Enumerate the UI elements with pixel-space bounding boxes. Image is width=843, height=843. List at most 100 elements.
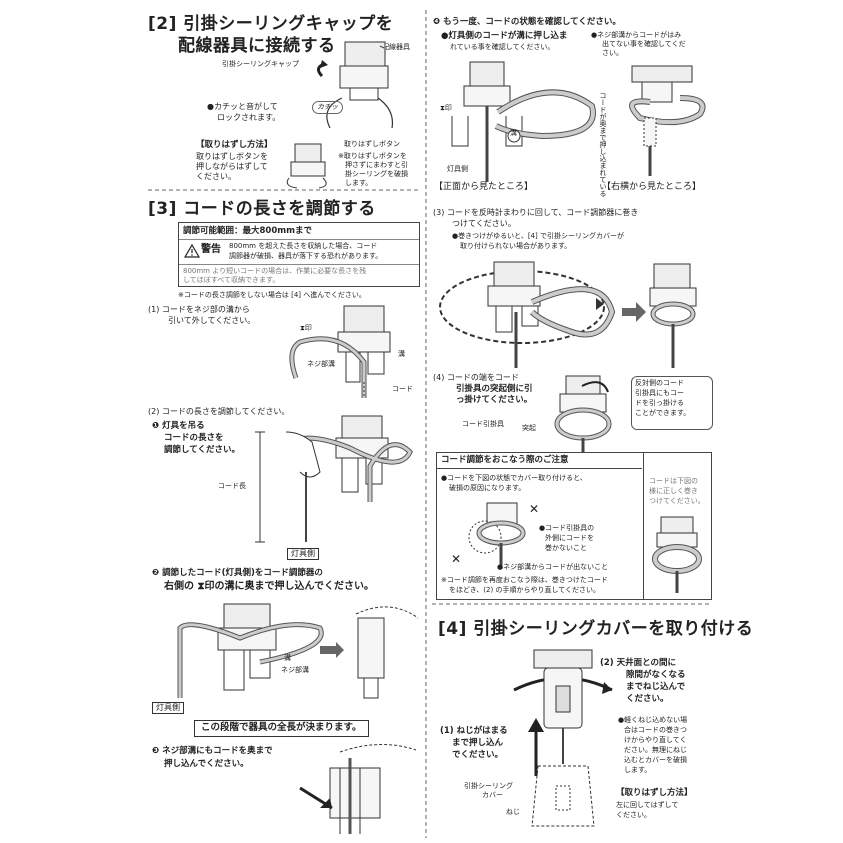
projection-label: 突起 [522, 424, 536, 432]
step2a-illustration [255, 415, 413, 543]
s4-step1-l3: でください。 [452, 750, 504, 760]
removal-illustration [286, 143, 327, 189]
r-step4-l2: 引掛具の突起側に引 [456, 384, 533, 394]
click-sound-bubble: カチッ [312, 101, 343, 114]
step1-l1: (1) コードをネジ部の溝から [148, 305, 250, 314]
warning-icon [183, 243, 201, 258]
r4b-l3: さい。 [602, 49, 623, 57]
side-view-vertical-text: コードが奥まで押し込まれている [599, 92, 607, 197]
step2-title: (2) コードの長さを調節してください。 [148, 407, 290, 416]
total-length-note: この段階で器具の全長が決まります。 [194, 720, 369, 737]
r4a-l1: ●灯具側のコードが溝に押し込ま [441, 31, 568, 41]
screw-label: ねじ [506, 808, 520, 816]
step2b-screw-groove: ネジ部溝 [281, 666, 309, 674]
warning-label: 警告 [201, 244, 221, 255]
cover-label-l2: カバー [482, 791, 503, 799]
cap-attach-illustration [317, 41, 394, 129]
s4-note-l3: けからやり直してく [624, 736, 687, 744]
step1-cord: コード [392, 385, 413, 393]
s4-note-l1: ●軽くねじ込めない場 [618, 716, 688, 724]
side-view-illustration [629, 65, 706, 176]
caution-b1-l3: 巻かないこと [545, 544, 587, 552]
s4-step2-l2: 隙間がなくなる [626, 670, 686, 680]
correct-l3: つけてください。 [649, 497, 705, 505]
s4-removal-l1: 左に回してはずして [616, 801, 679, 809]
s4-removal-l2: ください。 [616, 811, 651, 819]
removal-button-label: 取りはずしボタン [344, 140, 400, 148]
label-fixture: 配線器具 [382, 43, 410, 51]
bubble-l1: 反対側のコード [635, 379, 684, 387]
step2b-l2: 右側の ⧗印の溝に奥まで押し込んでください。 [164, 581, 375, 592]
side-view-caption: 【右横から見たところ】 [602, 182, 702, 192]
svg-text:✕: ✕ [529, 502, 539, 516]
correct-l2: 様に正しく巻き [649, 487, 698, 495]
r-step4-l1: (4) コードの端をコード [433, 373, 519, 382]
front-view-caption: 【正面から見たところ】 [434, 182, 534, 192]
cord-length-label: コード長 [218, 482, 246, 490]
cover-illustration [513, 649, 613, 827]
step1-groove: 溝 [398, 350, 405, 358]
hook-note-bubble: 反対側のコード 引掛具にもコー ドを引っ掛ける ことができます。 [631, 376, 713, 430]
s4-note-l2: 合はコードの巻きつ [624, 726, 687, 734]
r-step3-n2: 取り付けられない場合があります。 [460, 242, 572, 250]
section-3-title: [3] コードの長さを調節する [148, 199, 376, 219]
section-2-title-line2: 配線器具に接続する [178, 36, 336, 56]
step2b-illustration [177, 603, 419, 699]
r-step3-l1: (3) コードを反時計まわりに回して、コード調節器に巻き [433, 208, 639, 217]
step1-illustration [289, 305, 391, 398]
s4-step2-l1: (2) 天井面との間に [600, 658, 677, 668]
r-step4-l3: っ掛けてください。 [456, 395, 533, 405]
caution-box: コード調節をおこなう際のご注意 ●コードを下図の状態でカバー取り付けると、 破損… [436, 452, 712, 600]
warning-l2: 調節器が破損、器具が落下する恐れがあります。 [229, 252, 383, 260]
short-cord-note-l1: 800mm より短いコードの場合は、作業に必要な長さを残 [183, 267, 367, 275]
front-view-lamp-side: 灯具側 [447, 165, 468, 173]
caution-redo-l1: ※コード調節を再度おこなう際は、巻きつけたコード [441, 576, 608, 584]
adjust-range-box: 調節可能範囲：最大800mmまで 警告 800mm を超えた長さを収納した場合、… [178, 222, 420, 287]
front-view-groove: 溝 [510, 129, 517, 137]
label-cap: 引掛シーリングキャップ [222, 60, 299, 68]
correct-l1: コードは下図の [649, 477, 698, 485]
step1-screw-groove: ネジ部溝 [307, 360, 335, 368]
caution-redo-l2: をほどき、(2) の手順からやり直してください。 [449, 586, 601, 594]
adjust-range: 調節可能範囲：最大800mmまで [183, 226, 312, 236]
r4b-l1: ●ネジ部溝からコードがはみ [591, 31, 682, 39]
r-step3-l2: つけてください。 [452, 219, 516, 228]
s4-step1-l2: まで押し込ん [452, 738, 504, 748]
s4-step1-l1: (1) ねじがはまる [440, 726, 508, 736]
cord-hook-label: コード引掛具 [462, 420, 504, 428]
wrap-illustration [439, 261, 697, 368]
caution-b1-l2: 外側にコードを [545, 534, 594, 542]
bubble-l3: ドを引っ掛ける [635, 399, 684, 407]
r-step3-n1: ●巻きつけがゆるいと、[4] で引掛シーリングカバーが [452, 232, 624, 240]
removal-warn-l2: 押さずにまわすと引 [345, 161, 408, 169]
step2b-l1: ❷ 調節したコード(灯具側)をコード調節器の [152, 568, 323, 578]
step2a-l3: 調節してください。 [164, 445, 240, 455]
skip-note: ※コードの長さ調節をしない場合は [4] へ進んでください。 [178, 291, 366, 299]
caution-l1: ●コードを下図の状態でカバー取り付けると、 [441, 474, 587, 482]
step2b-groove: 溝 [284, 654, 291, 662]
step1-l2: 引いて外してください。 [168, 316, 256, 325]
lamp-side-label: 灯具側 [287, 548, 319, 560]
front-view-illustration [451, 61, 596, 182]
removal-l2: 押しながらはずして [196, 162, 268, 171]
front-view-mark: ⧗印 [440, 104, 452, 112]
r4a-l2: れている事を確認してください。 [450, 43, 555, 51]
s4-step2-l3: までねじ込んで [626, 682, 686, 692]
s4-note-l6: します。 [624, 766, 652, 774]
short-cord-note-l2: してほぼすべて収納できます。 [183, 276, 280, 284]
caution-b2: ●ネジ部溝からコードが出ないこと [497, 563, 609, 571]
step4-check-title: ❹ もう一度、コードの状態を確認してください。 [433, 17, 621, 27]
lamp-side-label-2: 灯具側 [152, 702, 184, 714]
hook-illustration [554, 375, 612, 456]
caution-title: コード調節をおこなう際のご注意 [437, 453, 642, 469]
step1-mark: ⧗印 [300, 324, 312, 332]
caution-wrong-illustration: ✕ ✕ [451, 502, 539, 569]
bubble-l4: ことができます。 [635, 409, 691, 417]
removal-warn-l1: ※取りはずしボタンを [338, 152, 407, 160]
s4-note-l4: ださい。無理にねじ [624, 746, 687, 754]
step2c-l1: ❸ ネジ部溝にもコードを奥まで [152, 746, 273, 756]
bubble-l2: 引掛具にもコー [635, 389, 684, 397]
section-4-title: [4] 引掛シーリングカバーを取り付ける [438, 619, 754, 639]
removal-title: 【取りはずし方法】 [196, 140, 273, 150]
